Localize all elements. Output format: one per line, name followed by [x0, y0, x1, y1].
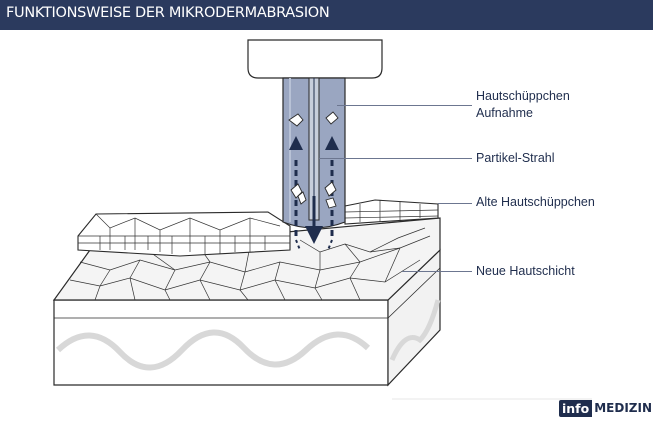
- logo-info: info: [559, 400, 593, 417]
- skin-flake-icon: [288, 111, 339, 209]
- infomedizin-logo: info MEDIZIN: [559, 400, 653, 417]
- label-particle-jet: Partikel-Strahl: [476, 151, 555, 165]
- wavy-layer: [55, 329, 371, 371]
- callout-line-jet: [319, 158, 472, 159]
- up-arrow-icon: [289, 136, 303, 150]
- page-title: FUNKTIONSWEISE DER MIKRODERMABRASION: [6, 5, 330, 21]
- callout-line-new-layer: [402, 271, 472, 272]
- callout-line-old-flakes: [438, 203, 472, 204]
- label-pickup-line1: Hautschüppchen: [476, 89, 570, 103]
- callout-line-pickup: [337, 105, 472, 106]
- header-bar: [0, 0, 653, 30]
- label-new-layer: Neue Hautschicht: [476, 264, 575, 278]
- label-old-flakes: Alte Hautschüppchen: [476, 195, 595, 209]
- logo-medizin: MEDIZIN: [594, 401, 652, 415]
- handpiece-head: [247, 39, 383, 79]
- label-pickup: Hautschüppchen Aufnahme: [476, 88, 570, 122]
- label-pickup-line2: Aufnahme: [476, 106, 533, 120]
- down-arrow-icon: [305, 226, 323, 244]
- wavy-layer-side: [389, 299, 441, 362]
- up-arrow-icon: [325, 136, 339, 150]
